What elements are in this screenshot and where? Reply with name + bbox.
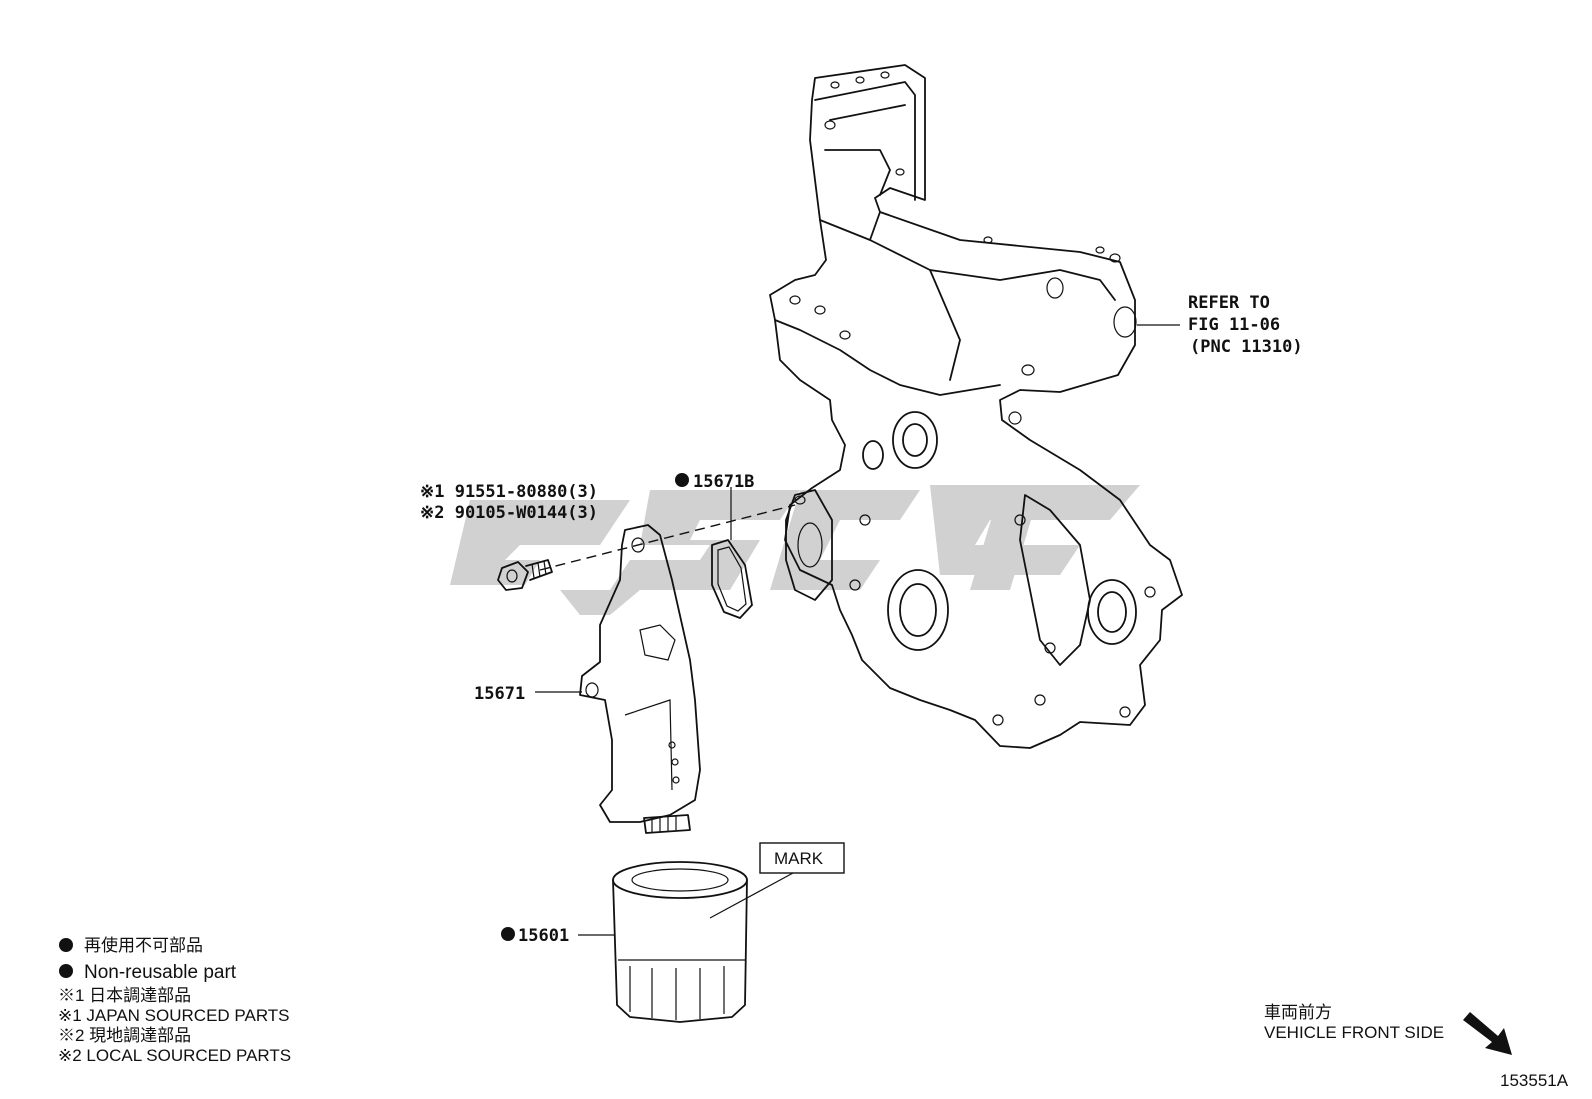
bolt-callout-2: ※2 90105-W0144(3) [420,503,598,523]
filter-callout: 15601 [518,926,569,946]
direction-jp: 車両前方 [1264,1003,1332,1022]
legend-non-reusable-en: Non-reusable part [84,962,237,983]
legend-japan-en: ※1 JAPAN SOURCED PARTS [58,1006,290,1025]
refer-line-1: REFER TO [1188,293,1270,313]
legend: 再使用不可部品 Non-reusable part ※1 日本調達部品 ※1 J… [58,935,291,1065]
mark-label: MARK [774,849,824,868]
mark-box [759,842,845,874]
gasket-15671b [711,487,753,619]
legend-local-jp: ※2 現地調達部品 [58,1026,191,1045]
non-reusable-marker-filter [501,927,515,941]
legend-japan-jp: ※1 日本調達部品 [58,986,191,1005]
gasket-callout: 15671B [693,472,754,492]
bolt-callout-1: ※1 91551-80880(3) [420,482,598,502]
refer-line-2: FIG 11-06 [1188,315,1280,335]
figure-id: 153551A [1500,1071,1569,1090]
oil-filter-bracket [535,524,701,834]
bracket-callout: 15671 [474,684,525,704]
oil-filter [578,861,748,1023]
vehicle-front-arrow-icon [1463,1012,1512,1055]
legend-bullet-jp [59,938,73,952]
mark-leader [709,872,794,919]
direction-en: VEHICLE FRONT SIDE [1264,1023,1444,1042]
watermark-logo [450,485,1140,615]
legend-local-en: ※2 LOCAL SOURCED PARTS [58,1046,291,1065]
non-reusable-marker-gasket [675,473,689,487]
bolt-part [497,559,553,591]
alignment-dashed-line [539,504,796,571]
refer-line-3: (PNC 11310) [1190,337,1303,357]
legend-bullet-en [59,964,73,978]
legend-non-reusable-jp: 再使用不可部品 [84,935,203,955]
timing-cover [769,64,1183,749]
